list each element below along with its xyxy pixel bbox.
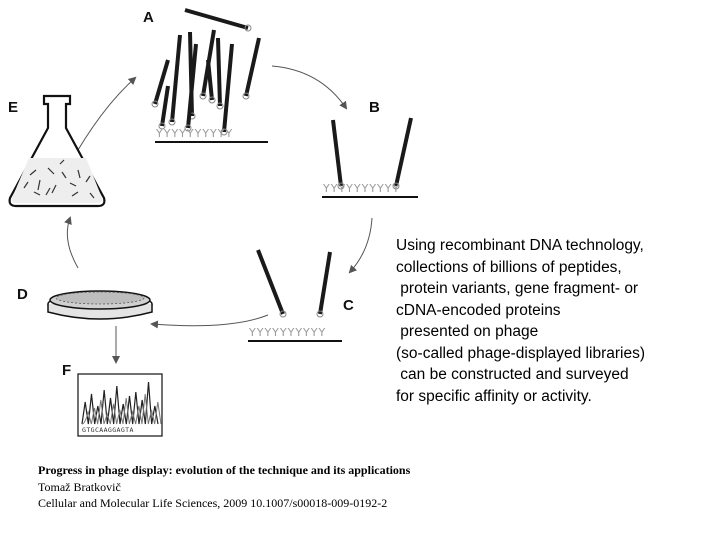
- phage-particle: [216, 37, 224, 110]
- description-line: cDNA-encoded proteins: [396, 301, 561, 319]
- citation-journal: Cellular and Molecular Life Sciences, 20…: [38, 496, 388, 510]
- phage-bound-b: [331, 117, 413, 190]
- phage-particle: [184, 43, 198, 132]
- sequencing-chromatogram: GTGCAAGGAGTA: [77, 373, 163, 437]
- phage-particle: [242, 37, 261, 100]
- phage-particle: [256, 249, 287, 318]
- arrow-a-to-b: [271, 65, 348, 110]
- phage-particle: [151, 59, 170, 108]
- target-molecules-c: YYYYYYYYYY: [248, 326, 326, 339]
- arrow-c-to-d: [150, 314, 269, 329]
- arrow-e-to-a: [77, 76, 137, 151]
- description-line: can be constructed and surveyed: [396, 366, 629, 383]
- phage-particle: [168, 34, 182, 126]
- step-label-d: D: [17, 286, 28, 303]
- description-text: Using recombinant DNA technology, collec…: [396, 235, 716, 407]
- phage-particle: [316, 251, 332, 318]
- phage-library-a: [151, 8, 261, 136]
- culture-flask: [8, 94, 106, 208]
- arrow-d-to-e: [64, 216, 79, 269]
- target-molecules-b: YYYYYYYYYY: [322, 182, 400, 195]
- step-label-a: A: [143, 9, 154, 26]
- description-line: (so-called phage-displayed libraries): [396, 344, 645, 362]
- step-label-f: F: [62, 362, 72, 379]
- step-label-e: E: [8, 99, 19, 116]
- phage-particle: [184, 8, 252, 32]
- phage-particle: [158, 85, 170, 130]
- description-line: protein variants, gene fragment- or: [396, 280, 639, 297]
- cycle-arrows: [64, 65, 373, 364]
- description-line: presented on phage: [396, 323, 539, 340]
- sequence-readout: GTGCAAGGAGTA: [82, 426, 134, 434]
- step-label-b: B: [369, 99, 380, 116]
- description-line: Using recombinant DNA technology,: [396, 237, 644, 254]
- phage-particle: [331, 119, 345, 190]
- phage-eluted-c: [256, 249, 332, 318]
- phage-particle: [220, 43, 234, 136]
- phage-particle: [206, 59, 216, 104]
- phage-particle: [392, 117, 413, 190]
- citation: Progress in phage display: evolution of …: [38, 462, 698, 512]
- petri-dish: [47, 290, 153, 320]
- target-molecules-a: YYYYYYYYYY: [155, 127, 233, 140]
- arrow-b-to-c: [348, 217, 373, 274]
- step-label-c: C: [343, 297, 354, 314]
- description-line: collections of billions of peptides,: [396, 258, 622, 276]
- citation-author: Tomaž Bratkovič: [38, 479, 121, 494]
- description-line: for specific affinity or activity.: [396, 387, 592, 405]
- citation-title: Progress in phage display: evolution of …: [38, 463, 411, 477]
